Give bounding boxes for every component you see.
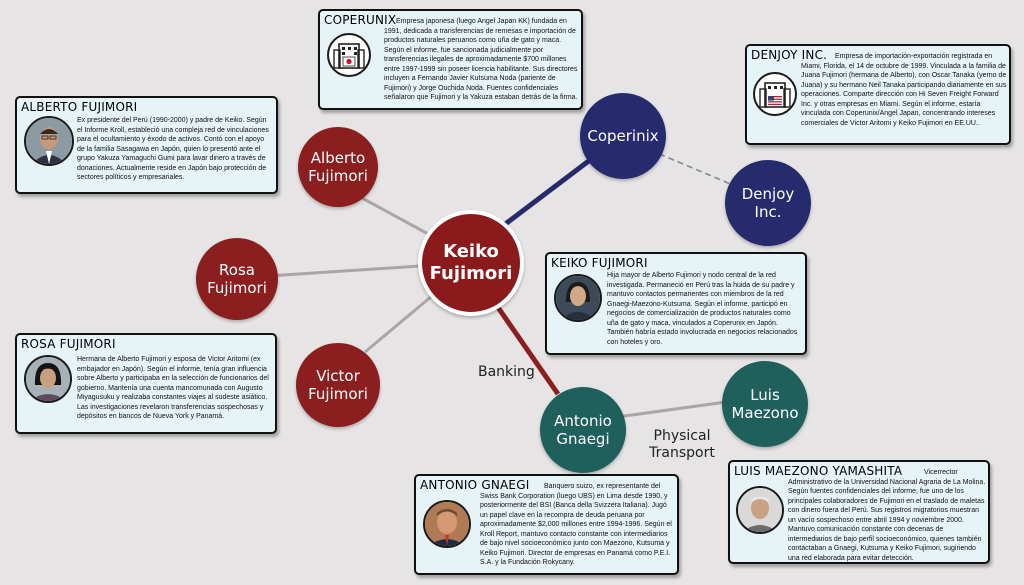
card-title: COPERUNIX [324,13,397,27]
edge-label-physical-transport: Physical Transport [649,428,715,461]
keiko-fujimori-portrait [554,274,602,322]
office-building-japan-flag-icon [327,33,371,77]
edge-label-banking: Banking [478,364,535,380]
rosa-fujimori-portrait [24,355,72,403]
node-label: Luis Maezono [731,386,799,422]
node-label: Rosa Fujimori [207,261,267,297]
node-victor-fujimori[interactable]: Victor Fujimori [296,343,380,427]
link-keiko-victor [364,294,433,354]
node-keiko-fujimori[interactable]: Keiko Fujimori [418,210,524,316]
node-label: Antonio Gnaegi [554,412,612,448]
card-keiko-fujimori: KEIKO FUJIMORI Hija mayor de Alberto Fuj… [545,252,807,355]
node-antonio-gnaegi[interactable]: Antonio Gnaegi [540,387,626,473]
card-title: ROSA FUJIMORI [21,337,116,351]
node-coperinix[interactable]: Coperinix [580,93,666,179]
card-title: ALBERTO FUJIMORI [21,100,138,114]
card-denjoy-inc: DENJOY INC. Empresa de importación-expor… [745,44,1011,145]
card-alberto-fujimori: ALBERTO FUJIMORI Ex presidente del Perú … [15,96,278,194]
card-antonio-gnaegi: ANTONIO GNAEGI Banquero suizo, ex repres… [414,474,679,575]
card-description: Empresa de importación-exportación regis… [801,53,1007,127]
office-building-us-flag-icon [753,72,797,116]
node-alberto-fujimori[interactable]: Alberto Fujimori [298,127,378,207]
card-description: Hija mayor de Alberto Fujimori y nodo ce… [607,272,798,346]
card-luis-maezono-yamashita: LUIS MAEZONO YAMASHITA Vicerrector Admin… [728,460,990,564]
card-title: LUIS MAEZONO YAMASHITA [734,464,903,478]
card-rosa-fujimori: ROSA FUJIMORI Hermana de Alberto Fujimor… [15,333,277,434]
card-coperunix: COPERUNIX Empresa japonesa (luego Angel … [318,9,583,110]
node-label: Alberto Fujimori [308,149,368,185]
link-keiko-antonio [494,304,561,396]
node-denjoy-inc[interactable]: Denjoy Inc. [725,160,811,246]
antonio-gnaegi-portrait [423,500,471,548]
node-luis-maezono[interactable]: Luis Maezono [722,361,808,447]
card-description: Empresa japonesa (luego Angel Japan KK) … [384,18,578,102]
link-keiko-coperinix [498,158,592,230]
card-description: Banquero suizo, ex representante del Swi… [480,483,672,567]
node-label: Keiko Fujimori [429,241,513,284]
link-coperinix-denjoy [649,149,741,189]
card-title: ANTONIO GNAEGI [420,478,530,492]
link-antonio-luis [609,400,727,420]
node-label: Coperinix [587,127,659,145]
node-rosa-fujimori[interactable]: Rosa Fujimori [196,238,278,320]
luis-maezono-portrait [736,486,784,534]
card-title: DENJOY INC. [751,48,828,62]
card-title: KEIKO FUJIMORI [551,256,648,270]
card-description: Vicerrector Administrativo de la Univers… [788,469,986,562]
link-keiko-rosa [267,264,421,278]
alberto-fujimori-portrait [24,116,74,166]
card-description: Ex presidente del Perú (1990-2000) y pad… [77,117,269,182]
node-label: Victor Fujimori [308,367,368,403]
link-keiko-alberto [361,196,431,237]
card-description: Hermana de Alberto Fujimori y esposa de … [77,356,269,421]
node-label: Denjoy Inc. [741,185,795,221]
